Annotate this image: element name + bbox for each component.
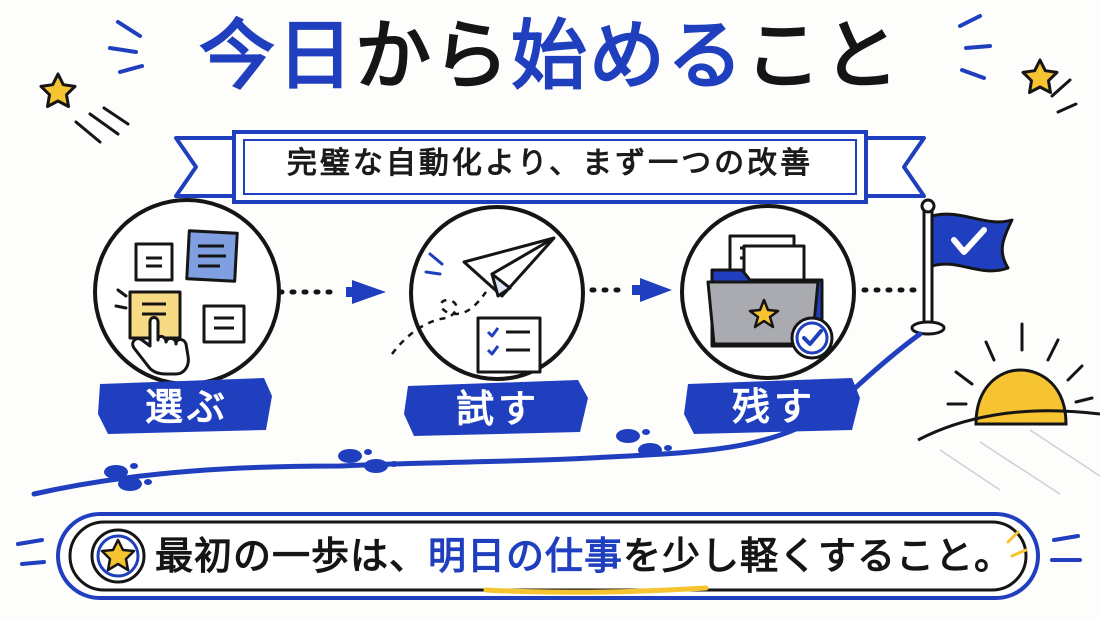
star-icon-right: [1021, 58, 1059, 94]
sparkle-lines-left: [108, 20, 144, 74]
checklist-icon: [476, 316, 542, 374]
subtitle-ribbon: [174, 130, 926, 204]
check-badge-icon: [790, 316, 834, 360]
step-label-brush-2: [404, 380, 588, 436]
footer-part-2: 明日の仕事: [428, 534, 624, 578]
step-label-brush-1: [98, 378, 272, 434]
speed-lines-right: [1050, 78, 1078, 114]
star-icon-left: [39, 72, 77, 108]
step-label-3: 残す: [731, 385, 816, 429]
sticky-notes-icon: [114, 229, 246, 376]
footprints-icon-1: [104, 463, 152, 491]
title-part-4: こと: [745, 11, 901, 100]
connector-2: [589, 278, 672, 302]
footprints-icon-2: [338, 449, 398, 473]
step-label-2: 試す: [455, 387, 540, 431]
footer-star-icon: [100, 538, 136, 572]
footer-part-1: 最初の一歩は、: [155, 534, 429, 578]
footer-part-3: を少し軽くすること。: [623, 534, 1014, 578]
speed-lines-left: [74, 106, 130, 144]
paper-plane-icon: [391, 236, 556, 355]
title-part-1: 今日: [199, 11, 355, 100]
step-label-1: 選ぶ: [144, 385, 229, 429]
step-label-brush-3: [684, 378, 860, 434]
footer-banner: [16, 512, 1082, 600]
footprints-icon-3: [616, 429, 672, 457]
footer-message: 最初の一歩は、明日の仕事を少し軽くすること。: [155, 528, 1015, 584]
sparkle-lines-right: [958, 14, 992, 80]
connector-1: [277, 280, 386, 304]
title-part-2: から: [355, 11, 511, 100]
checkmark-flag-icon: [910, 198, 1014, 336]
subtitle: 完璧な自動化より、まず一つの改善: [286, 146, 814, 181]
page-title: 今日から始めること: [0, 6, 1100, 106]
sun-icon: [917, 322, 1100, 495]
title-part-3: 始める: [511, 11, 745, 100]
